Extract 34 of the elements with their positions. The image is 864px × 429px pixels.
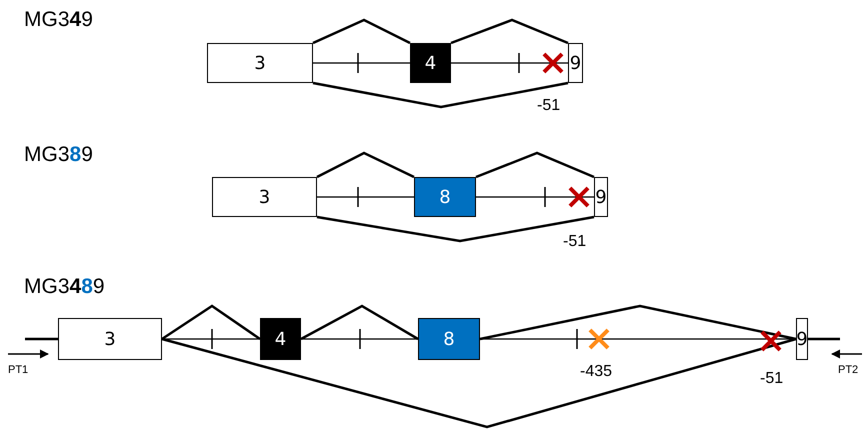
primer-label: PT2 — [838, 364, 858, 376]
splice-line — [480, 304, 796, 340]
position-label: -435 — [580, 363, 612, 381]
exon-box: 4 — [260, 318, 301, 360]
gene-name: MG349 — [24, 8, 93, 32]
splice-line — [316, 152, 415, 178]
splice-line — [316, 216, 594, 242]
splice-line — [450, 18, 568, 44]
splice-line — [300, 304, 419, 340]
exon-box: 9 — [796, 318, 808, 360]
gene-name: MG3489 — [24, 275, 105, 299]
position-label: -51 — [537, 97, 560, 115]
intron-line — [301, 338, 418, 340]
exon-box: 8 — [414, 177, 476, 217]
splice-line — [312, 82, 568, 108]
splice-line — [162, 338, 796, 428]
exon-box: 9 — [568, 43, 583, 83]
splice-line — [161, 304, 261, 340]
exon-box: 3 — [207, 43, 313, 83]
position-label: -51 — [760, 370, 784, 388]
intron-line — [317, 196, 414, 198]
exon-box: 8 — [418, 318, 480, 360]
exon-box: 4 — [410, 43, 451, 83]
intron-line — [313, 62, 410, 64]
primer-label: PT1 — [8, 364, 28, 376]
splice-line — [312, 18, 411, 44]
intron-line — [451, 62, 568, 64]
exon-box: 3 — [58, 318, 162, 360]
splice-line — [476, 152, 594, 178]
gene-name: MG389 — [24, 143, 93, 167]
exon-box: 3 — [212, 177, 317, 217]
intron-line — [476, 196, 594, 198]
exon-box: 9 — [594, 177, 608, 217]
position-label: -51 — [563, 233, 586, 251]
